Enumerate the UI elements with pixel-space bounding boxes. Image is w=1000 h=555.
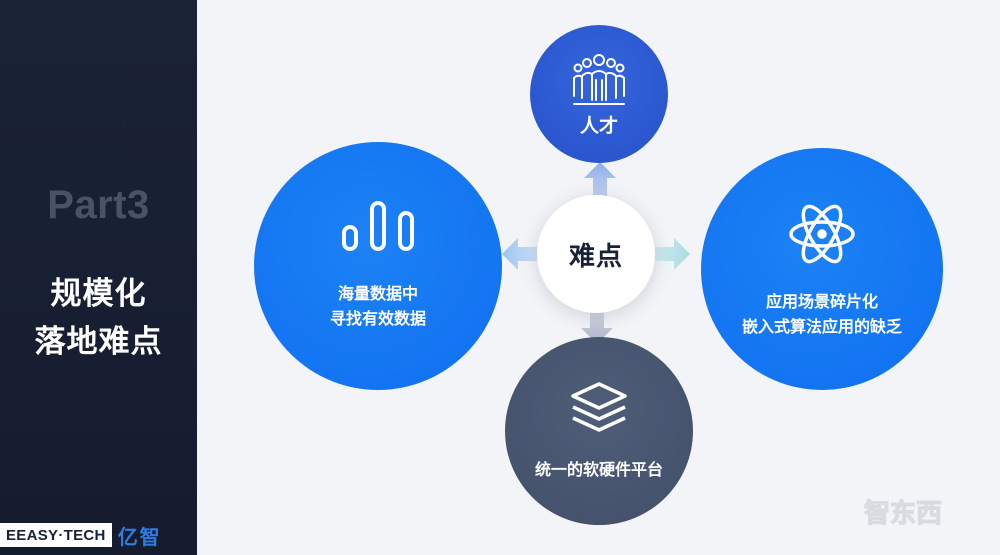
- data-label-line-2: 寻找有效数据: [329, 309, 426, 328]
- application-label-line-2: 嵌入式算法应用的缺乏: [741, 317, 902, 336]
- layers-icon: [571, 381, 627, 432]
- arrow-right-icon: [650, 238, 690, 270]
- brand-logo: EEASY·TECH 亿智: [0, 517, 197, 553]
- center-label: 难点: [568, 241, 623, 272]
- watermark-logo: 智东西: [864, 497, 943, 529]
- platform-circle: 统一的软硬件平台: [505, 337, 693, 525]
- part-label: Part3: [47, 183, 150, 227]
- center-circle: 难点: [537, 195, 655, 313]
- arrow-left-icon: [502, 238, 542, 270]
- brand-en: EEASY·TECH: [0, 523, 112, 547]
- talent-label: 人才: [579, 114, 618, 137]
- sidebar: Part3 规模化 落地难点 EEASY·TECH 亿智: [0, 0, 197, 555]
- arrow-down-icon: [581, 308, 613, 344]
- data-label-line-1: 海量数据中: [337, 284, 418, 303]
- data-circle: 海量数据中 寻找有效数据: [254, 142, 502, 390]
- bar-chart-icon: [342, 201, 414, 251]
- section-title-line-1: 规模化: [50, 276, 147, 312]
- talent-circle: 人才: [530, 25, 668, 163]
- application-circle: 应用场景碎片化 嵌入式算法应用的缺乏: [701, 148, 943, 390]
- people-group-icon: [573, 53, 625, 105]
- application-label-line-1: 应用场景碎片化: [765, 292, 878, 311]
- brand-cn: 亿智: [117, 524, 162, 549]
- section-title-line-2: 落地难点: [34, 324, 163, 360]
- watermark-text: 智东西: [864, 498, 942, 529]
- arrow-up-icon: [584, 162, 616, 202]
- platform-label: 统一的软硬件平台: [534, 459, 663, 479]
- atom-icon: [789, 204, 855, 264]
